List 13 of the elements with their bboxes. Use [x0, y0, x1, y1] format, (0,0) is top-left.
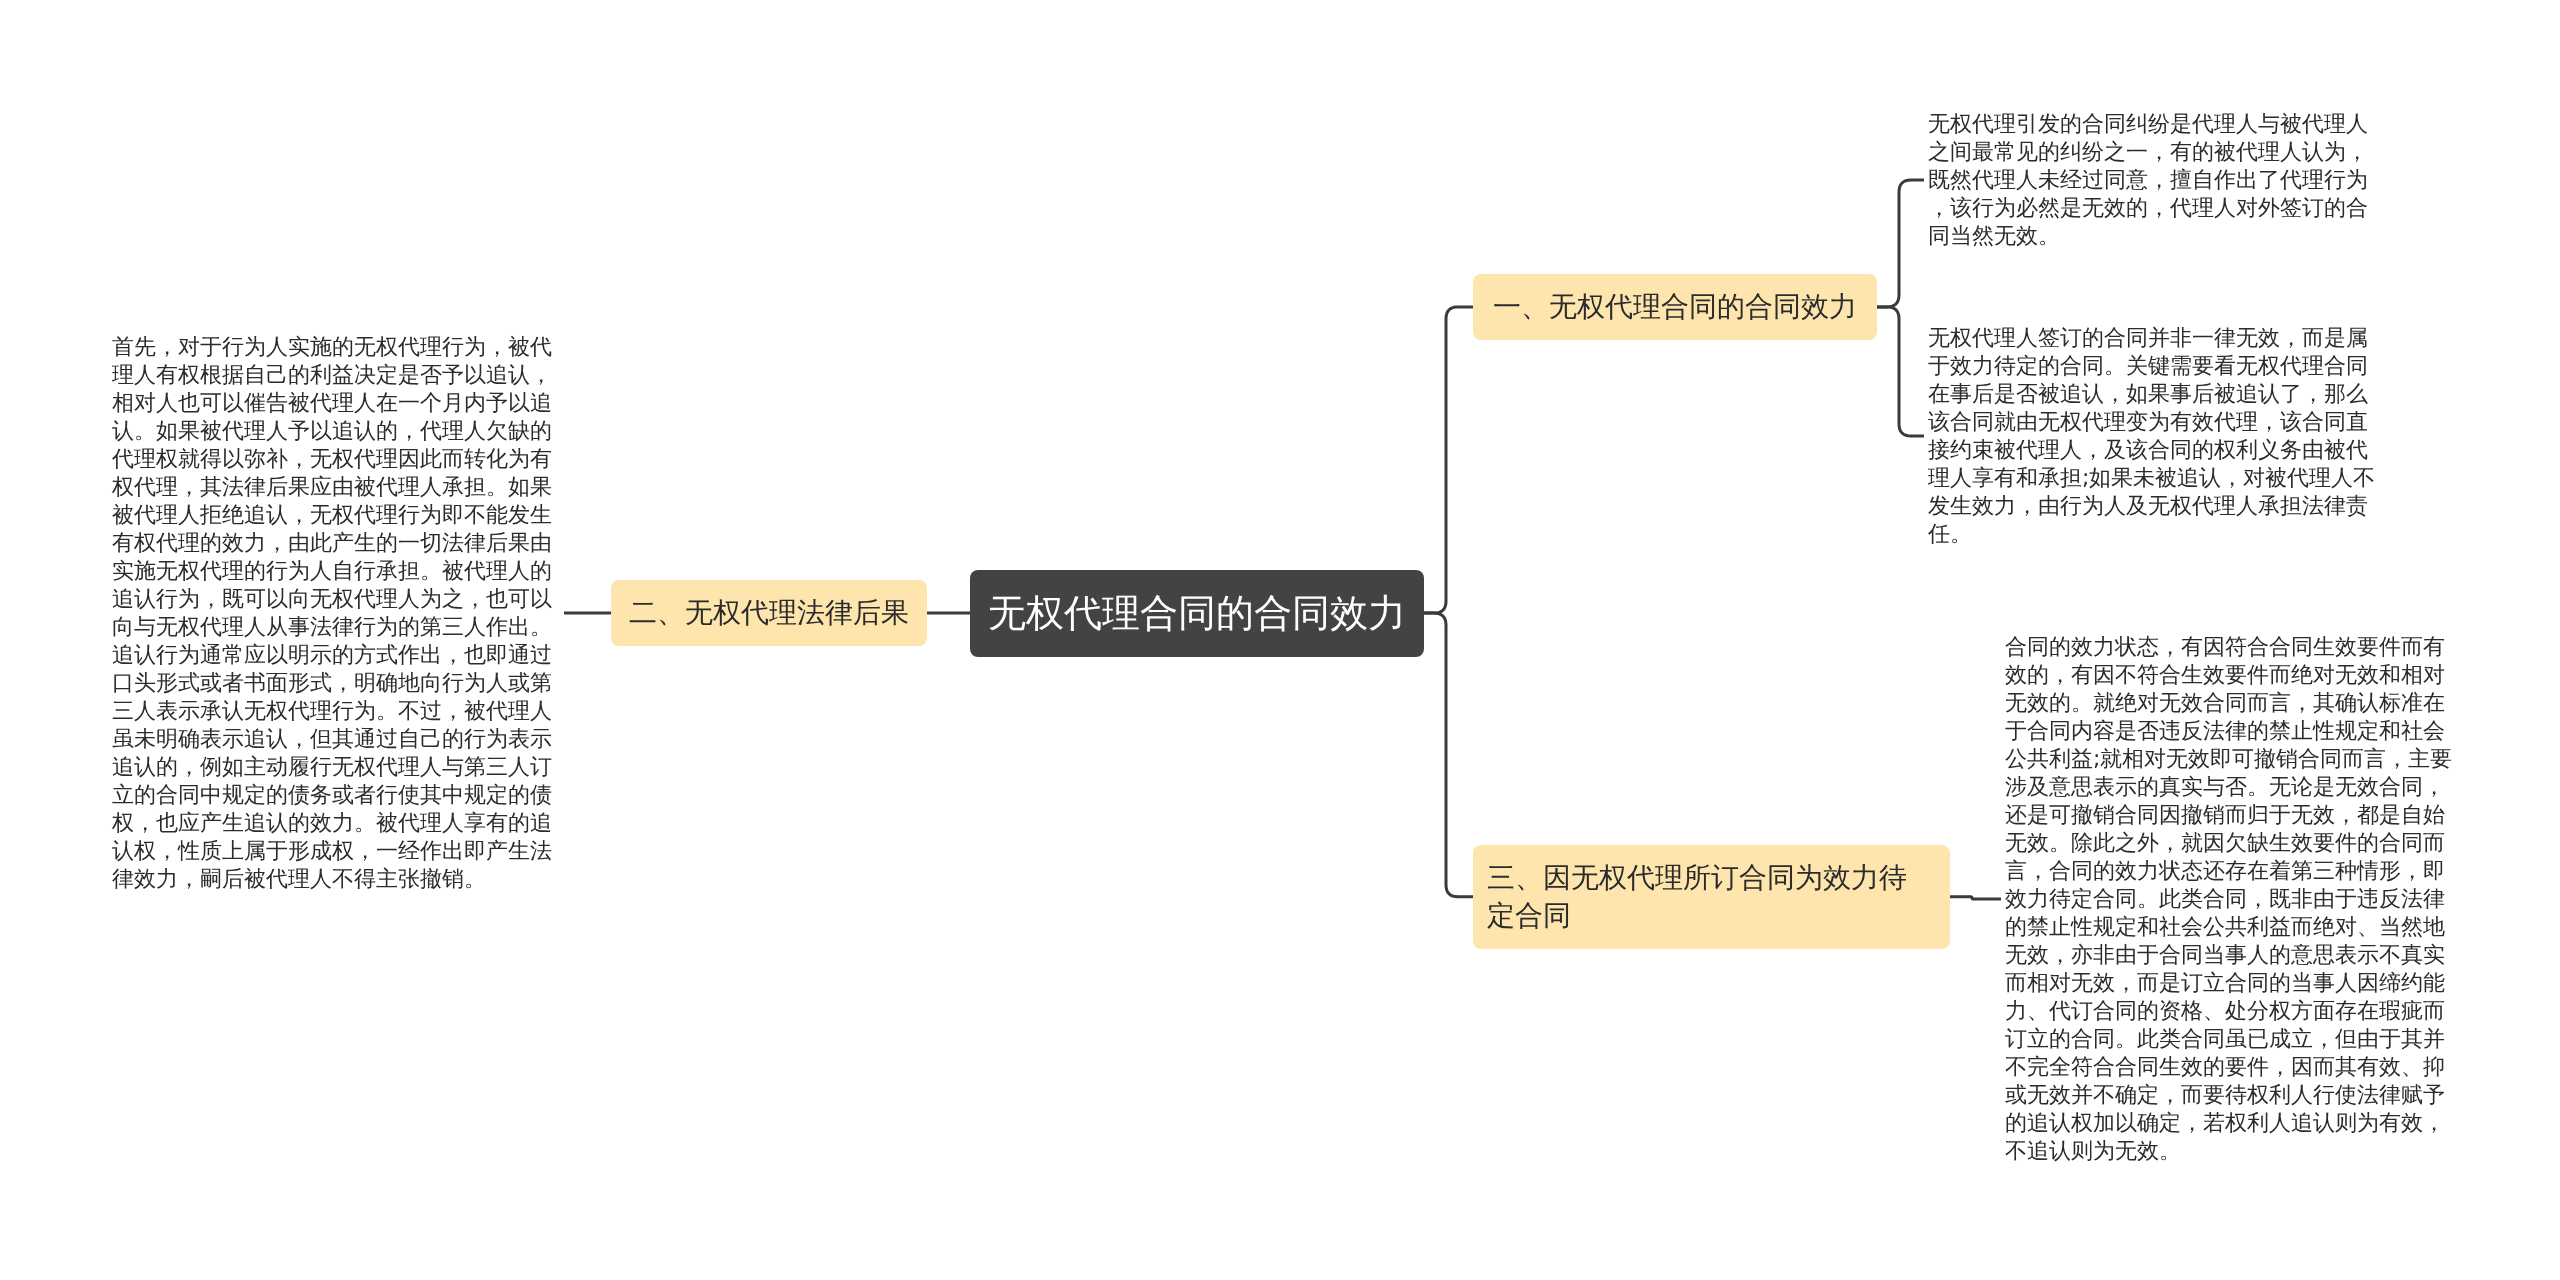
connector-line: [1950, 895, 2001, 901]
topic-box: 三、因无权代理所订合同为效力待定合同: [1473, 845, 1950, 949]
connector-line: [1877, 305, 1924, 438]
connector-line: [1424, 611, 1473, 899]
note-text: 无权代理引发的合同纠纷是代理人与被代理人之间最常见的纠纷之一，有的被代理人认为，既然代理人未经过同意，擅自作出了代理行为，该行为必然是无效的，代理人对外签订的合同当然无效。: [1928, 110, 2376, 250]
topic-box: 二、无权代理法律后果: [611, 580, 927, 646]
central-topic-box: 无权代理合同的合同效力: [970, 569, 1424, 657]
connector-line: [927, 611, 970, 615]
topic-box: 一、无权代理合同的合同效力: [1473, 274, 1877, 340]
note-text: 首先，对于行为人实施的无权代理行为，被代理人有权根据自己的利益决定是否予以追认，相对人也可以催告被代理人在一个月内予以追认。如果被代理人予以追认的，代理人欠缺的代理权就得以弥补，无权代理因此而转化为有权代理，其法律后果应由被代理人承担。如果被代理人拒绝追认，无权代理行为即不能发生有权代理的效力，由此产生的一切法律后果由实施无权代理的行为人自行承担。被代理人的追认行为，既可以向无权代理人为之，也可以向与无权代理人从事法律行为的第三人作出。追认行为通常应以明示的方式作出，也即通过口头形式或者书面形式，明确地向行为人或第三人表示承认无权代理行为。不过，被代理人虽未明确表示追认，但其通过自己的行为表示追认的，例如主动履行无权代理人与第三人订立的合同中规定的债务或者行使其中规定的债权，也应产生追认的效力。被代理人享有的追认权，性质上属于形成权，一经作出即产生法律效力，嗣后被代理人不得主张撤销。: [112, 333, 560, 893]
connector-line: [564, 611, 611, 615]
note-text: 合同的效力状态，有因符合合同生效要件而有效的，有因不符合生效要件而绝对无效和相对无效的。就绝对无效合同而言，其确认标准在于合同内容是否违反法律的禁止性规定和社会公共利益;就相对无效即可撤销合同而言，主要涉及意思表示的真实与否。无论是无效合同，还是可撤销合同因撤销而归于无效，都是自始无效。除此之外，就因欠缺生效要件的合同而言，合同的效力状态还存在着第三种情形，即效力待定合同。此类合同，既非由于违反法律的禁止性规定和社会公共利益而绝对、当然地无效，亦非由于合同当事人的意思表示不真实而相对无效，而是订立合同的当事人因缔约能力、代订合同的资格、处分权方面存在瑕疵而订立的合同。此类合同虽已成立，但由于其并不完全符合合同生效的要件，因而其有效、抑或无效并不确定，而要待权利人行使法律赋予的追认权加以确定，若权利人追认则为有效，不追认则为无效。: [2005, 633, 2453, 1165]
note-text: 无权代理人签订的合同并非一律无效，而是属于效力待定的合同。关键需要看无权代理合同在事后是否被追认，如果事后被追认了，那么该合同就由无权代理变为有效代理，该合同直接约束被代理人，及该合同的权利义务由被代理人享有和承担;如果未被追认，对被代理人不发生效力，由行为人及无权代理人承担法律责任。: [1928, 324, 2376, 548]
